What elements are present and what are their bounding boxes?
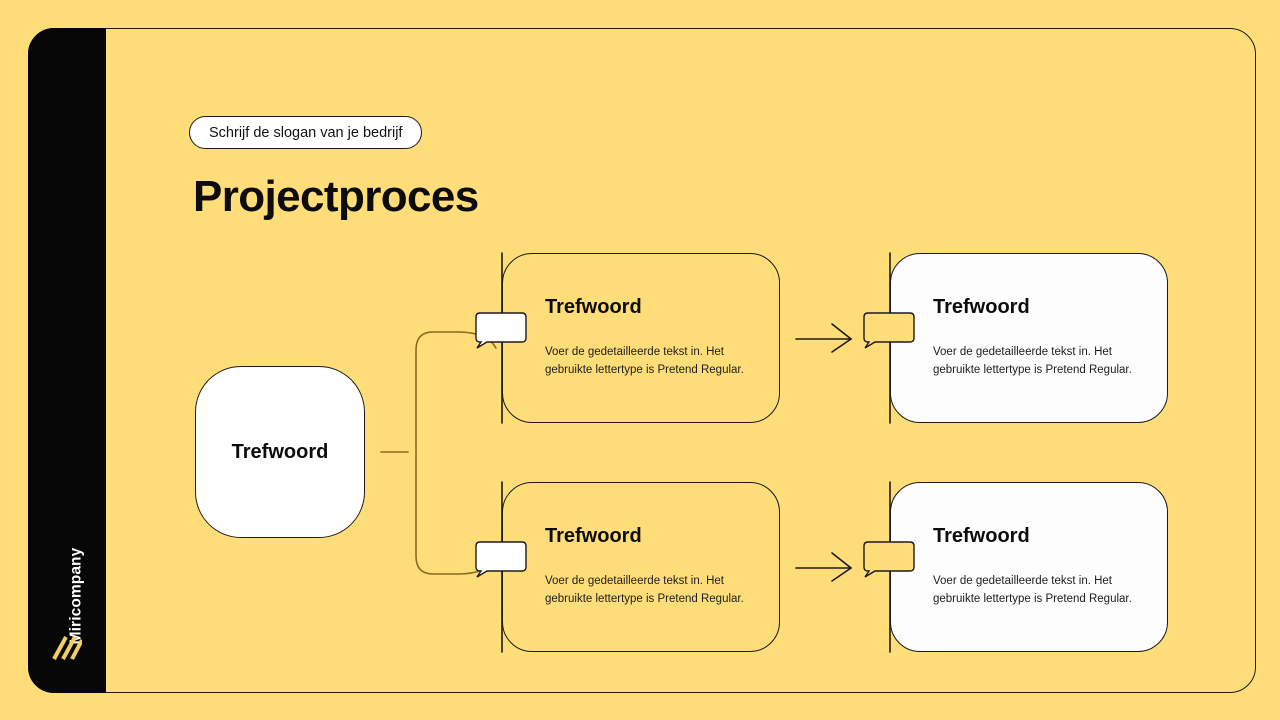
arrow-bottom-head [831, 552, 853, 582]
page-title: Projectproces [193, 172, 479, 221]
process-card-b2[interactable]: Trefwoord Voer de gedetailleerde tekst i… [863, 482, 1168, 652]
slogan-text: Schrijf de slogan van je bedrijf [209, 124, 403, 141]
diagonal-stripes-logo-icon [52, 633, 84, 663]
card-body: Voer de gedetailleerde tekst in. Het geb… [933, 346, 1132, 376]
sidebar: Miricompany [28, 28, 106, 693]
card-title: Trefwoord [545, 296, 642, 318]
card-body: Voer de gedetailleerde tekst in. Het geb… [933, 575, 1132, 605]
card-title: Trefwoord [933, 296, 1030, 318]
card-title: Trefwoord [545, 525, 642, 547]
sidebar-brand-label: Miricompany [67, 547, 85, 645]
root-node-label: Trefwoord [231, 440, 329, 463]
split-bracket-path [415, 331, 459, 575]
card-body: Voer de gedetailleerde tekst in. Het geb… [545, 575, 744, 605]
process-card-a1[interactable]: Trefwoord Voer de gedetailleerde tekst i… [475, 253, 780, 423]
card-body: Voer de gedetailleerde tekst in. Het geb… [545, 346, 744, 376]
sidebar-brand: Miricompany [28, 548, 106, 645]
arrow-top-head [831, 323, 853, 353]
speech-bubble-badge-b1 [475, 541, 527, 578]
speech-bubble-badge-a1 [475, 312, 527, 349]
slogan-pill[interactable]: Schrijf de slogan van je bedrijf [189, 116, 423, 149]
card-title: Trefwoord [933, 525, 1030, 547]
process-card-b1[interactable]: Trefwoord Voer de gedetailleerde tekst i… [475, 482, 780, 652]
speech-bubble-badge-b2 [863, 541, 915, 578]
process-card-a2[interactable]: Trefwoord Voer de gedetailleerde tekst i… [863, 253, 1168, 423]
speech-bubble-badge-a2 [863, 312, 915, 349]
root-node[interactable]: Trefwoord [195, 366, 365, 538]
